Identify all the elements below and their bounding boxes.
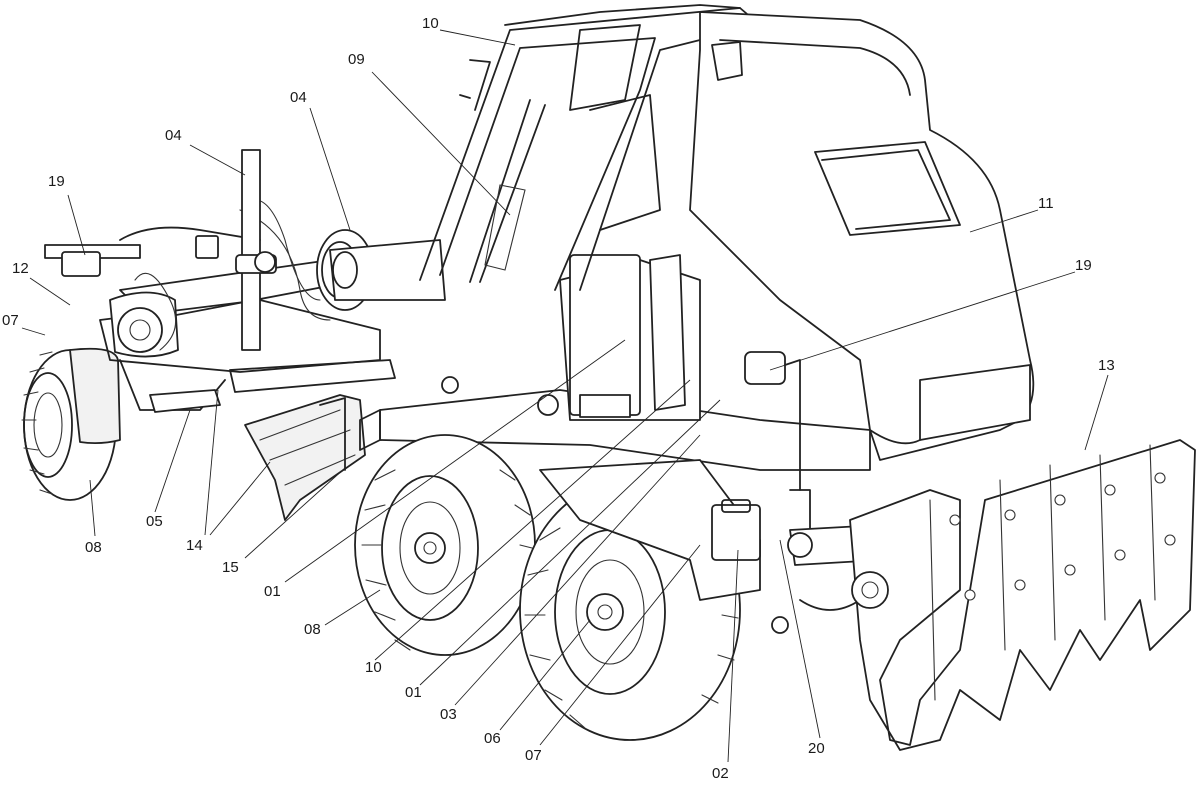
rotor xyxy=(316,229,446,311)
leader-10b xyxy=(374,379,691,661)
front-frame xyxy=(44,226,396,413)
front-blade xyxy=(244,394,366,521)
leader-14b xyxy=(209,461,271,536)
callout-08: 08 xyxy=(85,539,102,556)
leader-lines xyxy=(21,29,1109,763)
leader-08b xyxy=(324,589,381,626)
callout-15: 15 xyxy=(222,559,239,576)
leader-19a xyxy=(67,194,86,256)
leader-06 xyxy=(499,619,591,731)
leader-15 xyxy=(244,467,346,559)
leader-14a xyxy=(204,389,219,536)
front-left-wheel xyxy=(21,347,121,501)
callout-13: 13 xyxy=(1098,357,1115,374)
leader-01a xyxy=(284,339,626,583)
callout-19: 19 xyxy=(1075,257,1092,274)
callout-19: 19 xyxy=(48,173,65,190)
leader-01b xyxy=(419,399,721,686)
battery-box xyxy=(711,499,761,561)
callout-04: 04 xyxy=(290,89,307,106)
leader-11 xyxy=(969,209,1039,233)
callout-03: 03 xyxy=(440,706,457,723)
callout-07: 07 xyxy=(2,312,19,329)
callout-01: 01 xyxy=(264,583,281,600)
callout-02: 02 xyxy=(712,765,729,782)
callout-07: 07 xyxy=(525,747,542,764)
leader-20 xyxy=(779,539,821,739)
callout-04: 04 xyxy=(165,127,182,144)
callout-09: 09 xyxy=(348,51,365,68)
leader-07b xyxy=(539,544,701,746)
callout-06: 06 xyxy=(484,730,501,747)
chassis xyxy=(359,254,871,471)
callout-08: 08 xyxy=(304,621,321,638)
callout-11: 11 xyxy=(1038,195,1054,212)
leader-13 xyxy=(1084,374,1109,451)
callout-10: 10 xyxy=(365,659,382,676)
rear-ripper xyxy=(771,439,1196,751)
rear-wheel-1 xyxy=(354,434,536,656)
leader-19b xyxy=(769,271,1076,371)
leader-08a xyxy=(89,479,96,537)
callout-01: 01 xyxy=(405,684,422,701)
leader-07a xyxy=(21,327,46,336)
callout-20: 20 xyxy=(808,740,825,757)
callout-10: 10 xyxy=(422,15,439,32)
callout-12: 12 xyxy=(12,260,29,277)
leader-04a xyxy=(189,144,246,176)
leader-02 xyxy=(727,549,739,763)
leader-04b xyxy=(309,107,351,231)
leader-09 xyxy=(371,71,511,216)
leader-12 xyxy=(29,277,71,306)
leader-03 xyxy=(454,434,701,706)
engine-hood xyxy=(689,11,1035,461)
callout-14: 14 xyxy=(186,537,203,554)
mast xyxy=(235,149,277,351)
leader-10a xyxy=(439,29,516,46)
leader-05 xyxy=(154,409,191,513)
callout-05: 05 xyxy=(146,513,163,530)
